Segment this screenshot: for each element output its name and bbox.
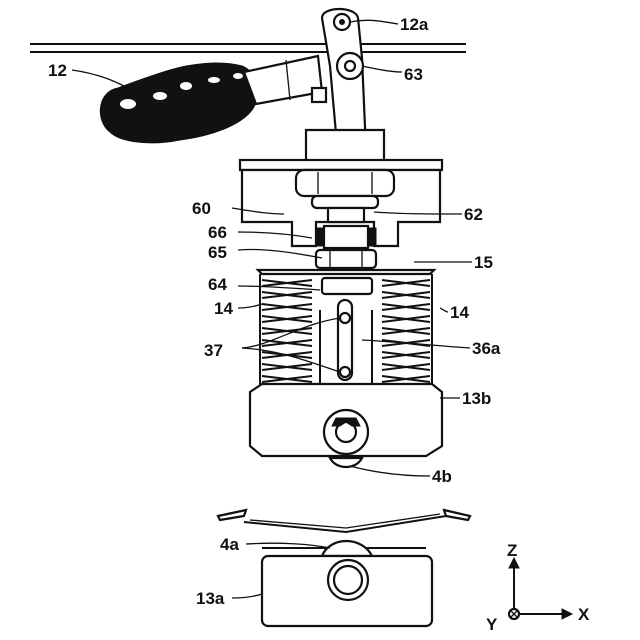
spring-left — [262, 280, 312, 382]
label-12: 12 — [48, 61, 67, 80]
label-37: 37 — [204, 341, 223, 360]
axes-indicator: Z X Y — [486, 541, 590, 634]
flex-contact — [218, 510, 470, 532]
label-14-left: 14 — [214, 299, 233, 318]
guide-rail — [30, 44, 466, 52]
label-15: 15 — [474, 253, 493, 272]
base-block — [262, 541, 432, 626]
label-13b: 13b — [462, 389, 491, 408]
label-36a: 36a — [472, 339, 501, 358]
axis-z-label: Z — [507, 541, 517, 560]
label-63: 63 — [404, 65, 423, 84]
axis-y-label: Y — [486, 615, 498, 634]
handle-grip — [100, 56, 326, 143]
label-14-right: 14 — [450, 303, 469, 322]
label-13a: 13a — [196, 589, 225, 608]
label-4b: 4b — [432, 467, 452, 486]
label-64: 64 — [208, 275, 227, 294]
label-66: 66 — [208, 223, 227, 242]
label-62: 62 — [464, 205, 483, 224]
label-60: 60 — [192, 199, 211, 218]
spring-right — [382, 280, 430, 382]
label-65: 65 — [208, 243, 227, 262]
label-4a: 4a — [220, 535, 239, 554]
axis-x-label: X — [578, 605, 590, 624]
lower-block — [250, 384, 442, 467]
label-12a: 12a — [400, 15, 429, 34]
